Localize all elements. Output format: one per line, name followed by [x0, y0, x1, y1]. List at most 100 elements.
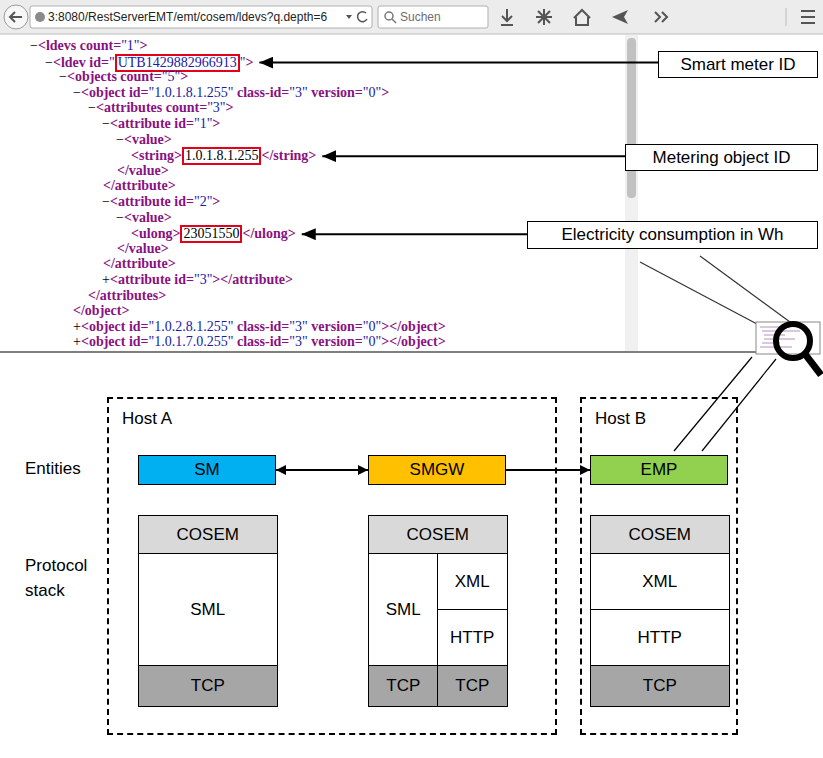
xml-line: </attributes>	[88, 288, 166, 304]
xml-token: "0"	[363, 85, 381, 100]
highlighted-value: 1.0.1.8.1.255	[182, 147, 262, 165]
xml-token: >	[212, 194, 220, 209]
xml-token: <value>	[124, 132, 172, 147]
xml-token: "1.0.1.8.1.255"	[149, 85, 234, 100]
magnifier-handle	[805, 354, 821, 375]
xml-line: −<object id="1.0.1.8.1.255"class-id="3"v…	[73, 85, 389, 101]
xml-token: >	[180, 69, 188, 84]
node-label: HTTP	[638, 628, 682, 648]
zoom-line	[640, 262, 757, 324]
overflow-icon	[655, 12, 667, 22]
xml-line: +<attribute id="3"></attribute>	[102, 272, 293, 288]
url-text: 3:8080/RestServerEMT/emt/cosem/ldevs?q.d…	[48, 10, 327, 24]
protocol-layer: TCP	[368, 665, 439, 707]
xml-token: <attribute id=	[110, 272, 194, 287]
xml-token: >	[226, 100, 234, 115]
xml-line: </value>	[117, 241, 169, 257]
node-label: Host A	[122, 409, 542, 429]
xml-line: −<attribute id="2">	[102, 194, 220, 210]
node-label: TCP	[386, 676, 420, 696]
host-region: Host BEMPCOSEMXMLHTTPTCP	[580, 397, 738, 735]
protocol-layer: SML	[368, 553, 439, 667]
search-field	[378, 6, 488, 28]
node-label: XML	[642, 572, 677, 592]
xml-line: +<object id="1.0.2.8.1.255"class-id="3"v…	[73, 319, 446, 335]
xml-token: class-id=	[237, 334, 289, 349]
connector-arrow	[506, 469, 590, 471]
home-icon	[574, 10, 590, 25]
xml-line: </object>	[73, 303, 129, 319]
xml-token: class-id=	[237, 319, 289, 334]
xml-token: <objects count=	[67, 69, 162, 84]
xml-token: "1"	[194, 116, 212, 131]
scrollbar	[625, 35, 638, 351]
node-label: SML	[386, 600, 421, 620]
connector-arrow	[276, 469, 368, 471]
protocol-layer: COSEM	[368, 515, 508, 555]
xml-token: "1.0.1.7.0.255"	[149, 334, 234, 349]
protocol-layer: HTTP	[437, 609, 508, 667]
protocol-layer: COSEM	[138, 515, 278, 555]
xml-token: +	[73, 334, 81, 349]
xml-token: "3"	[207, 100, 225, 115]
xml-token: <object id=	[81, 334, 149, 349]
toolbar-separator	[786, 8, 787, 26]
xml-token: <attributes count=	[96, 100, 207, 115]
entity-box: SMGW	[368, 455, 506, 485]
highlighted-value: UTB1429882966913	[115, 54, 240, 72]
xml-token: <ldevs count=	[38, 38, 121, 53]
xml-token: ></attribute>	[212, 272, 293, 287]
node-label: Smart meter ID	[680, 55, 795, 75]
xml-token: >	[140, 38, 148, 53]
highlighted-value: 23051550	[180, 225, 242, 243]
row-label: Protocol stack	[25, 553, 115, 603]
dropdown-icon	[346, 15, 352, 19]
xml-token: −	[102, 116, 110, 131]
xml-line: −<ldevs count="1">	[30, 38, 148, 54]
zoom-line	[700, 256, 790, 322]
xml-token: −	[73, 85, 81, 100]
xml-line: −<value>	[116, 210, 172, 226]
url-field	[30, 6, 372, 28]
back-arrow	[10, 12, 22, 22]
node-label: SML	[190, 600, 225, 620]
callout-box: Smart meter ID	[658, 51, 818, 78]
xml-line: </attribute>	[103, 256, 176, 272]
xml-token: </attribute>	[103, 256, 176, 271]
xml-line: −<attribute id="1">	[102, 116, 220, 132]
back-button	[4, 5, 28, 29]
xml-token: <object id=	[81, 319, 149, 334]
xml-token: "5"	[162, 69, 180, 84]
identity-icon	[35, 12, 45, 22]
protocol-layer: TCP	[437, 665, 508, 707]
xml-line: −<attributes count="3">	[88, 100, 234, 116]
xml-line: −<value>	[116, 132, 172, 148]
xml-token: >	[212, 116, 220, 131]
search-icon	[392, 19, 396, 23]
row-label: Entities	[25, 459, 81, 479]
xml-token: "	[240, 55, 246, 70]
node-label: TCP	[191, 676, 225, 696]
xml-token: version=	[311, 319, 363, 334]
browser-toolbar	[0, 0, 823, 34]
xml-token: </attribute>	[103, 178, 176, 193]
screenshot-border	[0, 351, 757, 353]
xml-line: +<object id="1.0.1.7.0.255"class-id="3"v…	[73, 334, 446, 350]
xml-token: <ulong>	[131, 226, 180, 241]
send-icon	[612, 10, 628, 24]
xml-token: class-id=	[237, 85, 289, 100]
xml-token: <value>	[124, 210, 172, 225]
xml-token: "1"	[121, 38, 139, 53]
xml-line: <ulong>23051550</ulong>	[131, 225, 296, 243]
xml-token: </attributes>	[88, 288, 166, 303]
search-placeholder: Suchen	[400, 10, 441, 24]
xml-token: "3"	[194, 272, 212, 287]
xml-token: "0"	[363, 334, 381, 349]
addon-icon	[536, 9, 552, 25]
entity-box: EMP	[590, 455, 728, 485]
xml-line: </value>	[117, 163, 169, 179]
xml-token: </value>	[117, 163, 169, 178]
xml-token: −	[45, 55, 53, 70]
xml-token: +	[102, 272, 110, 287]
xml-token: <string>	[131, 148, 182, 163]
